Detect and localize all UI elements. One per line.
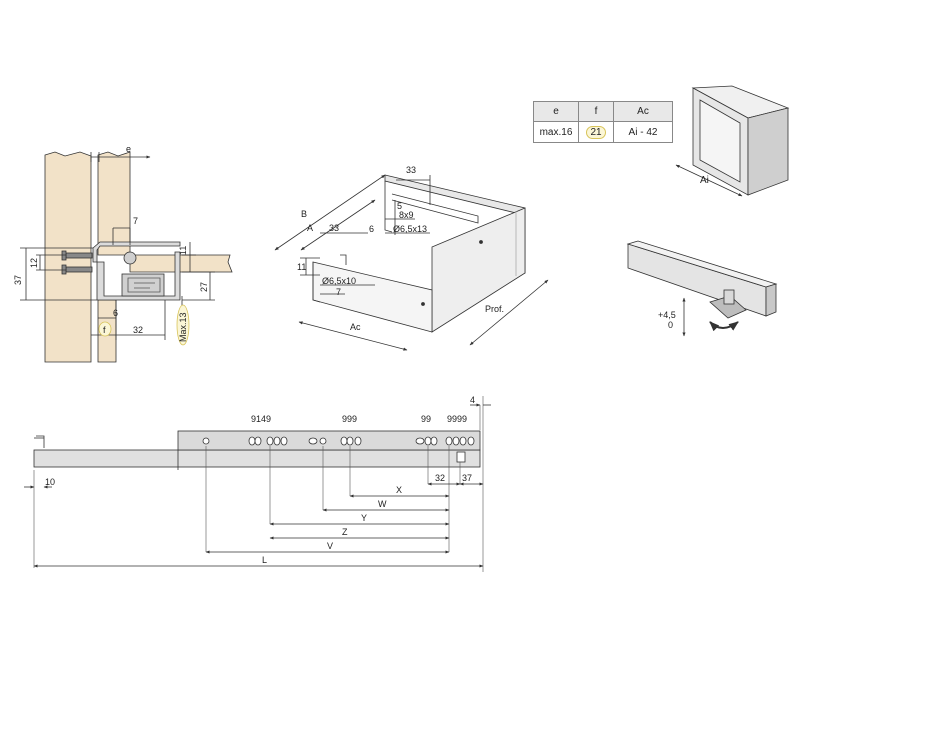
section-view [20, 151, 233, 363]
dim-f: f [103, 325, 106, 335]
spec-table: e f Ac max.16 21 Ai - 42 [533, 101, 673, 143]
cabinet-view [675, 85, 790, 197]
dim-X: X [396, 485, 402, 495]
dim-32: 32 [133, 325, 143, 335]
dim-Ac: Ac [350, 322, 361, 332]
dim-37: 37 [13, 275, 23, 285]
holes-label-2: 999 [342, 414, 357, 424]
screws [61, 250, 93, 275]
dim-65x10: Ø6,5x10 [322, 276, 356, 286]
dim-Y: Y [361, 513, 367, 523]
dim-B: B [301, 209, 307, 219]
adjust-labels: +4,5 0 [658, 310, 676, 330]
dim-max13: Max.13 [178, 312, 188, 342]
table-row: max.16 21 Ai - 42 [533, 121, 673, 143]
dim-7: 7 [336, 287, 341, 297]
table-header-e: e [533, 101, 579, 122]
dim-W: W [378, 499, 387, 509]
dim-L: L [262, 555, 267, 565]
dim-V: V [327, 541, 333, 551]
drawer-view [274, 174, 549, 351]
section-view-labels: e 7 12 11 37 27 6 32 f Max.13 [13, 144, 209, 346]
table-cell-f: 21 [578, 121, 614, 143]
inner-rail [33, 449, 481, 468]
rail-profile [92, 241, 181, 301]
dim-33-mid: 33 [329, 223, 339, 233]
dim-6: 6 [369, 224, 374, 234]
dim-Ai: Ai [700, 175, 709, 186]
adjust-view [626, 240, 778, 337]
dim-5: 5 [397, 201, 402, 211]
dim-6: 6 [113, 308, 118, 318]
holes-label-1: 9149 [251, 414, 271, 424]
drawer-bottom [129, 254, 233, 273]
table-header-f: f [578, 101, 614, 122]
drawer-side-panel [97, 151, 131, 256]
dim-65x13: Ø6,5x13 [393, 224, 427, 234]
drawer-view-labels: 33 5 8x9 B A 33 6 Ø6,5x13 11 Ø6,5x10 7 A… [297, 165, 504, 332]
table-header-row: e f Ac [533, 101, 673, 122]
table-cell-ac: Ai - 42 [613, 121, 673, 143]
slide-view [24, 396, 491, 572]
dim-37: 37 [462, 473, 472, 483]
table-header-ac: Ac [613, 101, 673, 122]
dim-32: 32 [435, 473, 445, 483]
dim-27: 27 [199, 282, 209, 292]
holes [202, 436, 475, 463]
dim-e: e [126, 144, 131, 154]
drawer-front [431, 207, 526, 333]
outer-rail [177, 430, 481, 451]
dim-Prof: Prof. [485, 304, 504, 314]
dim-11: 11 [178, 246, 188, 255]
slide-labels: 9149 999 99 9999 4 10 32 37 X W Y Z V L [45, 395, 475, 565]
dim-12: 12 [29, 258, 39, 268]
table-cell-e: max.16 [533, 121, 579, 143]
holes-label-3: 99 [421, 414, 431, 424]
table-cell-f-value: 21 [586, 125, 606, 139]
dim-4: 4 [470, 395, 475, 405]
adjust-plus: +4,5 [658, 310, 676, 320]
dim-10: 10 [45, 477, 55, 487]
dim-8x9: 8x9 [399, 210, 414, 220]
dim-7: 7 [133, 216, 138, 226]
adjust-zero: 0 [668, 320, 673, 330]
dim-Z: Z [342, 527, 348, 537]
dim-A: A [307, 223, 313, 233]
holes-label-4: 9999 [447, 414, 467, 424]
dim-33-top: 33 [406, 165, 416, 175]
dim-11: 11 [297, 262, 306, 272]
